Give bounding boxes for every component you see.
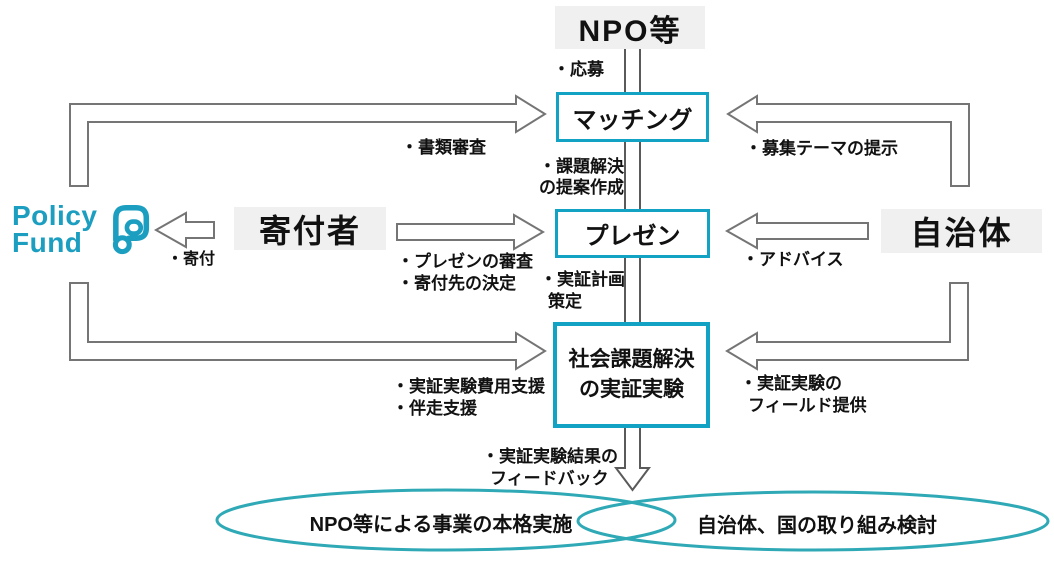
note-plan: ・実証計画 策定 [540,269,625,313]
actor-government: 自治体 [881,209,1042,253]
gov-to-presentation-arrow [724,212,869,250]
note-advice-text: ・アドバイス [742,250,844,269]
outcome-npo-text: NPO等による事業の本格実施 [309,514,573,536]
policy-fund-logo-icon [113,205,150,255]
gov-to-matching-arrow [726,94,970,187]
note-cost-support: ・実証実験費用支援 [392,377,545,396]
policy-fund-logo-text: Policy Fund [12,200,98,258]
fund-to-experiment-arrow [69,282,547,371]
gov-to-experiment-arrow [725,282,969,371]
note-feedback: ・実証実験結果の フィードバック [482,446,618,490]
note-advice: ・アドバイス [742,249,844,271]
logo-word-1: Policy [12,200,98,231]
step-matching-box: マッチング [556,92,709,142]
actor-npo: NPO等 [555,6,705,49]
note-proposal-line2: の提案作成 [539,178,624,197]
gov-outcome-ellipse [576,490,1050,552]
donor-to-presentation-arrow [396,213,545,251]
step-experiment-box: 社会課題解決 の実証実験 [553,322,710,428]
donor-to-fund-arrow [153,211,215,249]
note-donation-text: ・寄付 [167,251,216,268]
actor-npo-label: NPO等 [578,14,682,48]
note-donor-support: ・実証実験費用支援 ・伴走支援 [392,376,545,420]
note-donation: ・寄付 [167,249,215,271]
note-proposal: ・課題解決 の提案作成 [539,156,624,198]
step-experiment-label-line2: の実証実験 [579,378,684,401]
note-apply: ・応募 [553,59,604,81]
note-proposal-line1: ・課題解決 [539,157,624,176]
note-donee-decision: ・寄付先の決定 [397,274,516,293]
outcome-government-text: 自治体、国の取り組み検討 [697,515,937,537]
step-presentation-box: プレゼン [555,209,710,258]
note-document-screening-text: ・書類審査 [401,138,486,157]
note-apply-text: ・応募 [553,60,604,79]
fund-to-matching-arrow [69,94,547,187]
note-recruit-theme-text: ・募集テーマの提示 [745,139,898,158]
note-field-line1: ・実証実験の [740,374,842,393]
policy-fund-logo: Policy Fund [12,201,150,257]
actor-government-label: 自治体 [910,215,1013,251]
note-accompany-support: ・伴走支援 [392,399,477,418]
logo-word-2: Fund [12,227,83,258]
note-field-line2: フィールド提供 [748,396,867,415]
note-feedback-line2: フィードバック [490,469,609,488]
note-document-screening: ・書類審査 [401,137,486,159]
note-presentation-review: ・プレゼンの審査 [397,252,533,271]
actor-donor: 寄付者 [234,207,386,250]
note-plan-line2: 策定 [548,292,582,311]
note-plan-line1: ・実証計画 [540,270,625,289]
step-experiment-label-line1: 社会課題解決 [568,348,695,371]
note-feedback-line1: ・実証実験結果の [482,447,618,466]
step-matching-label: マッチング [572,106,693,134]
outcome-npo: NPO等による事業の本格実施 [291,508,591,537]
step-presentation-label: プレゼン [584,223,681,250]
note-recruit-theme: ・募集テーマの提示 [745,138,898,160]
outcome-government: 自治体、国の取り組み検討 [667,509,967,538]
note-field: ・実証実験の フィールド提供 [740,373,867,417]
npo-outcome-ellipse [215,488,677,552]
note-donor-review: ・プレゼンの審査 ・寄付先の決定 [397,251,533,295]
actor-donor-label: 寄付者 [258,212,361,249]
